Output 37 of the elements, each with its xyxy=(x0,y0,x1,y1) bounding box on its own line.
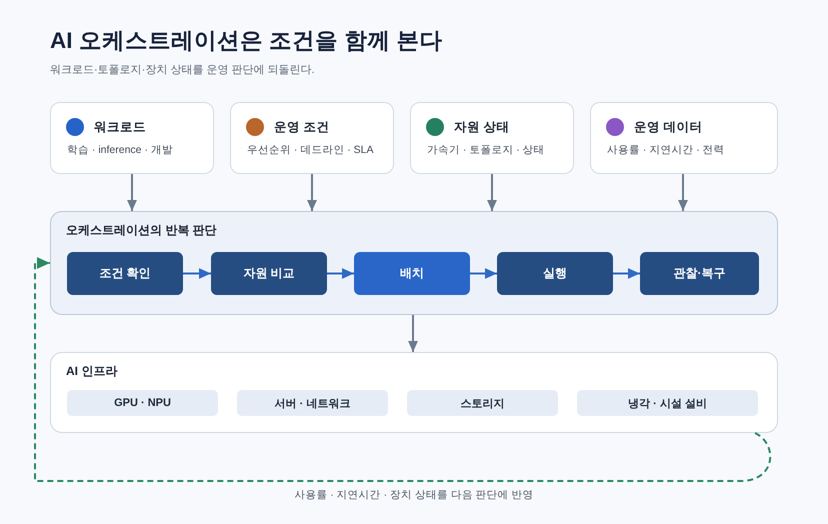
arrow xyxy=(613,268,640,279)
subtitle: 워크로드·토폴로지·장치 상태를 운영 판단에 되돌린다. xyxy=(50,63,315,78)
card-text: 가속기 · 토폴로지 · 상태 xyxy=(427,143,545,158)
title: AI 오케스트레이션은 조건을 함께 본다 xyxy=(50,27,443,55)
card-text: 우선순위 · 데드라인 · SLA xyxy=(247,143,374,158)
process-box: 실행 xyxy=(497,252,613,295)
card-title: 워크로드 xyxy=(94,119,146,136)
info-card xyxy=(410,102,574,174)
panel-heading: 오케스트레이션의 반복 판단 xyxy=(66,222,217,239)
card-text: 사용률 · 지연시간 · 전력 xyxy=(607,143,725,158)
component-box: 냉각 · 시설 설비 xyxy=(577,390,758,416)
group-panel xyxy=(50,352,778,433)
process-box: 배치 xyxy=(354,252,470,295)
panel-heading: AI 인프라 xyxy=(66,363,118,380)
card-title: 운영 조건 xyxy=(274,119,330,136)
process-box: 자원 비교 xyxy=(211,252,327,295)
card-text: 학습 · inference · 개발 xyxy=(67,143,173,158)
feedback-arrow xyxy=(34,257,772,482)
arrow xyxy=(470,268,497,279)
arrow xyxy=(127,174,137,211)
arrow xyxy=(307,174,317,211)
card-title: 운영 데이터 xyxy=(634,119,702,136)
card-title: 자원 상태 xyxy=(454,119,510,136)
info-card xyxy=(50,102,214,174)
info-card xyxy=(230,102,394,174)
process-box: 관찰·복구 xyxy=(640,252,759,295)
arrow xyxy=(183,268,211,279)
arrow xyxy=(327,268,354,279)
info-card xyxy=(590,102,778,174)
component-box: GPU · NPU xyxy=(67,390,218,416)
arrow xyxy=(487,174,497,211)
process-box: 조건 확인 xyxy=(67,252,183,295)
component-box: 스토리지 xyxy=(407,390,558,416)
component-box: 서버 · 네트워크 xyxy=(237,390,388,416)
arrow xyxy=(408,315,418,352)
arrow xyxy=(678,174,688,211)
group-panel xyxy=(50,211,778,315)
